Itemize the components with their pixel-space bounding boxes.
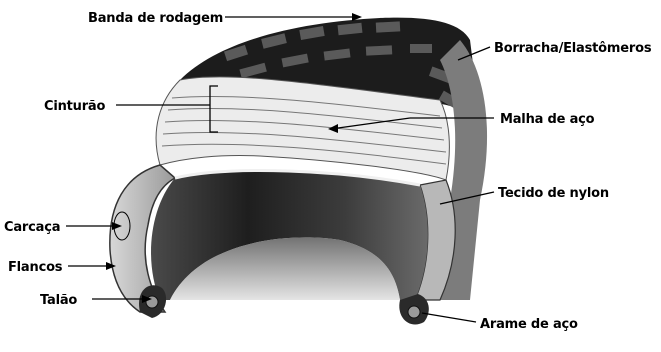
label-tread: Banda de rodagem (88, 11, 223, 26)
tire-illustration (110, 18, 487, 325)
label-rubber: Borracha/Elastômeros (494, 41, 652, 56)
label-bead: Talão (40, 293, 77, 308)
label-steel-mesh: Malha de aço (500, 112, 595, 127)
label-nylon: Tecido de nylon (498, 186, 609, 201)
label-sidewalls: Flancos (8, 260, 63, 275)
label-belt: Cinturão (44, 99, 106, 114)
label-carcass: Carcaça (4, 220, 60, 235)
label-steel-wire: Arame de aço (480, 317, 578, 332)
